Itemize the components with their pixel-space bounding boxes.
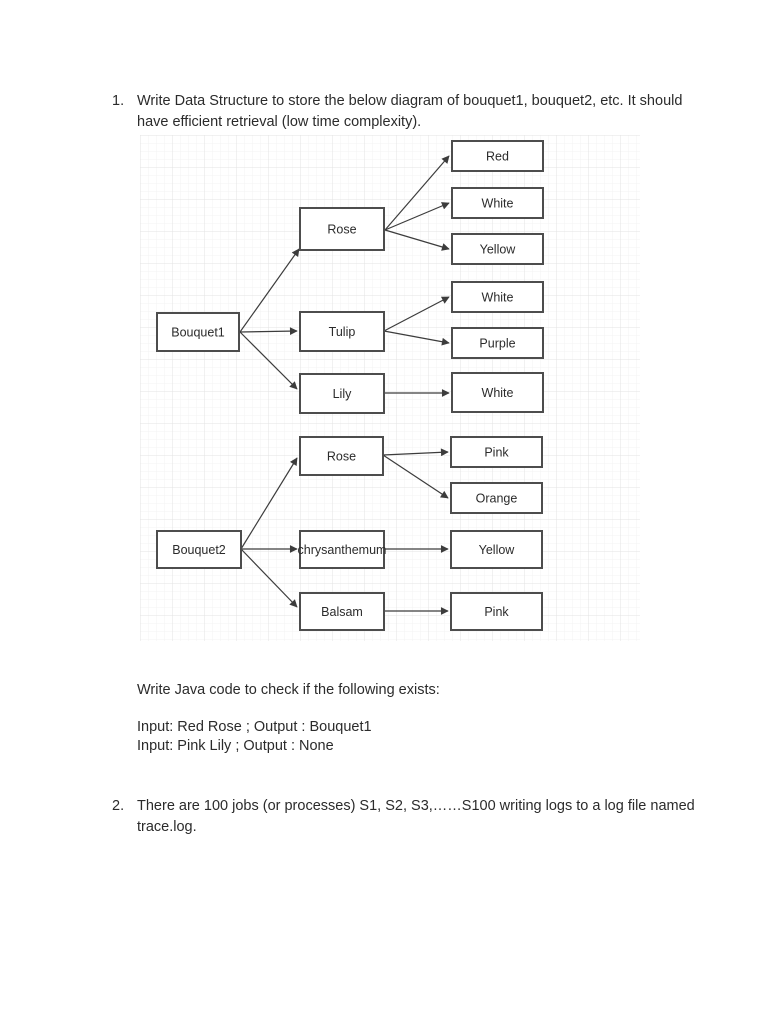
diagram-node-label-rose1: Rose <box>327 222 356 236</box>
diagram-node-red <box>451 140 544 172</box>
diagram-node-label-balsam: Balsam <box>321 605 363 619</box>
diagram-node-tulip <box>299 311 385 352</box>
diagram-edge-rose1-to-yellow1 <box>384 229 450 251</box>
question-2-line-1: There are 100 jobs (or processes) S1, S2… <box>137 798 695 814</box>
diagram-node-label-pink2: Pink <box>484 605 509 619</box>
diagram-node-yellow2 <box>450 530 543 569</box>
diagram-edge-rose1-to-white1 <box>384 202 450 231</box>
diagram-node-pink2 <box>450 592 543 631</box>
diagram-edge-tulip-to-purple <box>383 330 450 346</box>
diagram-node-bouquet1 <box>156 312 240 352</box>
diagram-node-label-pink1: Pink <box>484 445 509 459</box>
diagram-node-pink1 <box>450 436 543 468</box>
diagram-node-label-lily: Lily <box>333 387 353 401</box>
diagram-node-label-bouquet1: Bouquet1 <box>171 325 225 339</box>
diagram-node-balsam <box>299 592 385 631</box>
diagram-node-label-white2: White <box>482 290 514 304</box>
diagram-edge-bouquet2-to-balsam <box>240 548 298 608</box>
diagram-edge-bouquet1-to-rose1 <box>239 248 300 333</box>
diagram-node-label-orange: Orange <box>476 491 518 505</box>
java-note-input-1: Input: Red Rose ; Output : Bouquet1 <box>137 719 372 735</box>
diagram-node-label-bouquet2: Bouquet2 <box>172 543 226 557</box>
java-note-input-2: Input: Pink Lily ; Output : None <box>137 738 334 754</box>
diagram-node-purple <box>451 327 544 359</box>
diagram-node-white1 <box>451 187 544 219</box>
diagram-node-rose1 <box>299 207 385 251</box>
diagram-node-chrysanthemum <box>299 530 385 569</box>
bouquet-diagram: Bouquet1RoseTulipLilyRedWhiteYellowWhite… <box>140 135 640 641</box>
diagram-node-label-chrysanthemum: chrysanthemum <box>298 543 387 557</box>
question-2-line-2: trace.log. <box>137 819 197 835</box>
diagram-node-label-red: Red <box>486 149 509 163</box>
diagram-node-label-yellow1: Yellow <box>480 242 517 256</box>
diagram-edge-bouquet1-to-tulip <box>239 327 298 336</box>
question-2-number: 2. <box>112 798 125 814</box>
diagram-node-label-white3: White <box>482 386 514 400</box>
diagram-node-white2 <box>451 281 544 313</box>
java-note-heading: Write Java code to check if the followin… <box>137 682 440 698</box>
diagram-edge-rose1-to-red <box>384 155 450 231</box>
diagram-content: Bouquet1RoseTulipLilyRedWhiteYellowWhite… <box>156 140 544 631</box>
diagram-node-label-white1: White <box>482 196 514 210</box>
question-2-text: There are 100 jobs (or processes) S1, S2… <box>137 796 695 838</box>
diagram-edge-bouquet2-to-rose2 <box>240 457 298 550</box>
diagram-node-lily <box>299 373 385 414</box>
diagram-edge-rose2-to-orange <box>382 454 449 499</box>
diagram-node-rose2 <box>299 436 384 476</box>
diagram-node-orange <box>450 482 543 514</box>
diagram-node-label-yellow2: Yellow <box>479 543 516 557</box>
diagram-node-yellow1 <box>451 233 544 265</box>
diagram-node-bouquet2 <box>156 530 242 569</box>
diagram-edge-bouquet1-to-lily <box>239 331 298 390</box>
question-1-number: 1. <box>112 93 125 109</box>
question-1-line-2: have efficient retrieval (low time compl… <box>137 114 422 130</box>
question-1-line-1: Write Data Structure to store the below … <box>137 93 683 109</box>
question-1-text: Write Data Structure to store the below … <box>137 91 682 133</box>
diagram-node-label-purple: Purple <box>479 336 515 350</box>
diagram-node-label-rose2: Rose <box>327 449 356 463</box>
question-2: 2. There are 100 jobs (or processes) S1,… <box>112 796 695 838</box>
diagram-edge-tulip-to-white2 <box>383 296 450 332</box>
diagram-node-label-tulip: Tulip <box>329 325 356 339</box>
diagram-edge-rose2-to-pink1 <box>382 448 449 457</box>
question-1: 1. Write Data Structure to store the bel… <box>112 91 682 133</box>
diagram-node-white3 <box>451 372 544 413</box>
